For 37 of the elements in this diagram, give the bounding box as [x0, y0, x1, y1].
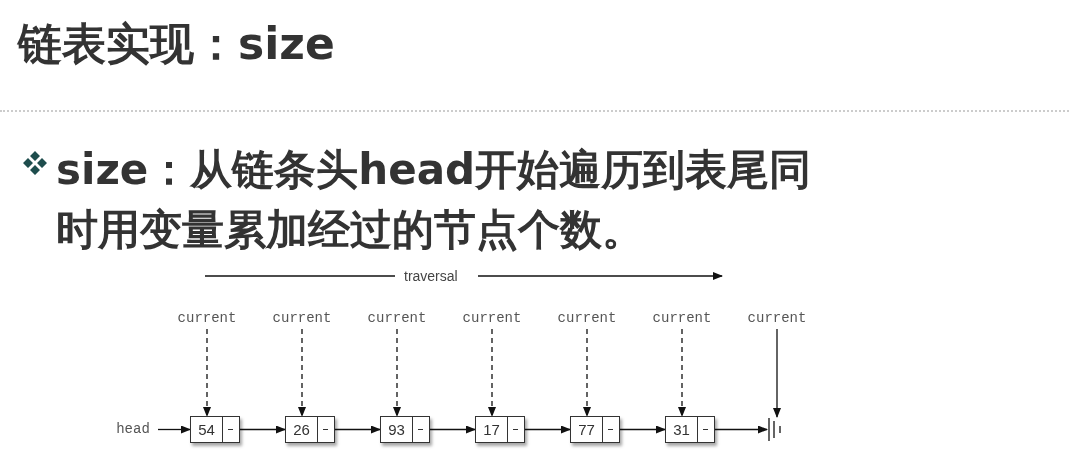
node-value: 93: [387, 420, 406, 440]
pointer-label: current: [646, 309, 718, 327]
list-node: [570, 416, 620, 443]
arrow: [773, 328, 781, 418]
arrow: [678, 328, 686, 417]
node-value: 17: [482, 420, 501, 440]
arrow: [429, 425, 476, 434]
list-node: [190, 416, 240, 443]
arrow: [203, 328, 211, 417]
list-node: [380, 416, 430, 443]
arrow: [583, 328, 591, 417]
pointer-label: current: [266, 309, 338, 327]
arrow: [298, 328, 306, 417]
list-node: [665, 416, 715, 443]
pointer-label: current: [456, 309, 528, 327]
node-value: 31: [672, 420, 691, 440]
head-label: head: [108, 420, 158, 440]
arrow: [488, 328, 496, 417]
bullet-text: size：从链条头head开始遍历到表尾同时用变量累加经过的节点个数。: [56, 144, 813, 256]
node-value: 54: [197, 420, 216, 440]
pointer-label: current: [361, 309, 433, 327]
list-node: [285, 416, 335, 443]
arrow: [157, 425, 191, 434]
slide-title: 链表实现：size: [18, 22, 335, 66]
pointer-label: current: [171, 309, 243, 327]
arrow: [524, 425, 571, 434]
arrow: [239, 425, 286, 434]
node-value: 26: [292, 420, 311, 440]
list-node: [475, 416, 525, 443]
pointer-label: current: [551, 309, 623, 327]
arrow: [714, 425, 768, 434]
node-value: 77: [577, 420, 596, 440]
arrow: [334, 425, 381, 434]
arrow: [619, 425, 666, 434]
direction-label: traversal: [404, 267, 458, 286]
pointer-label: current: [741, 309, 813, 327]
arrow: [393, 328, 401, 417]
